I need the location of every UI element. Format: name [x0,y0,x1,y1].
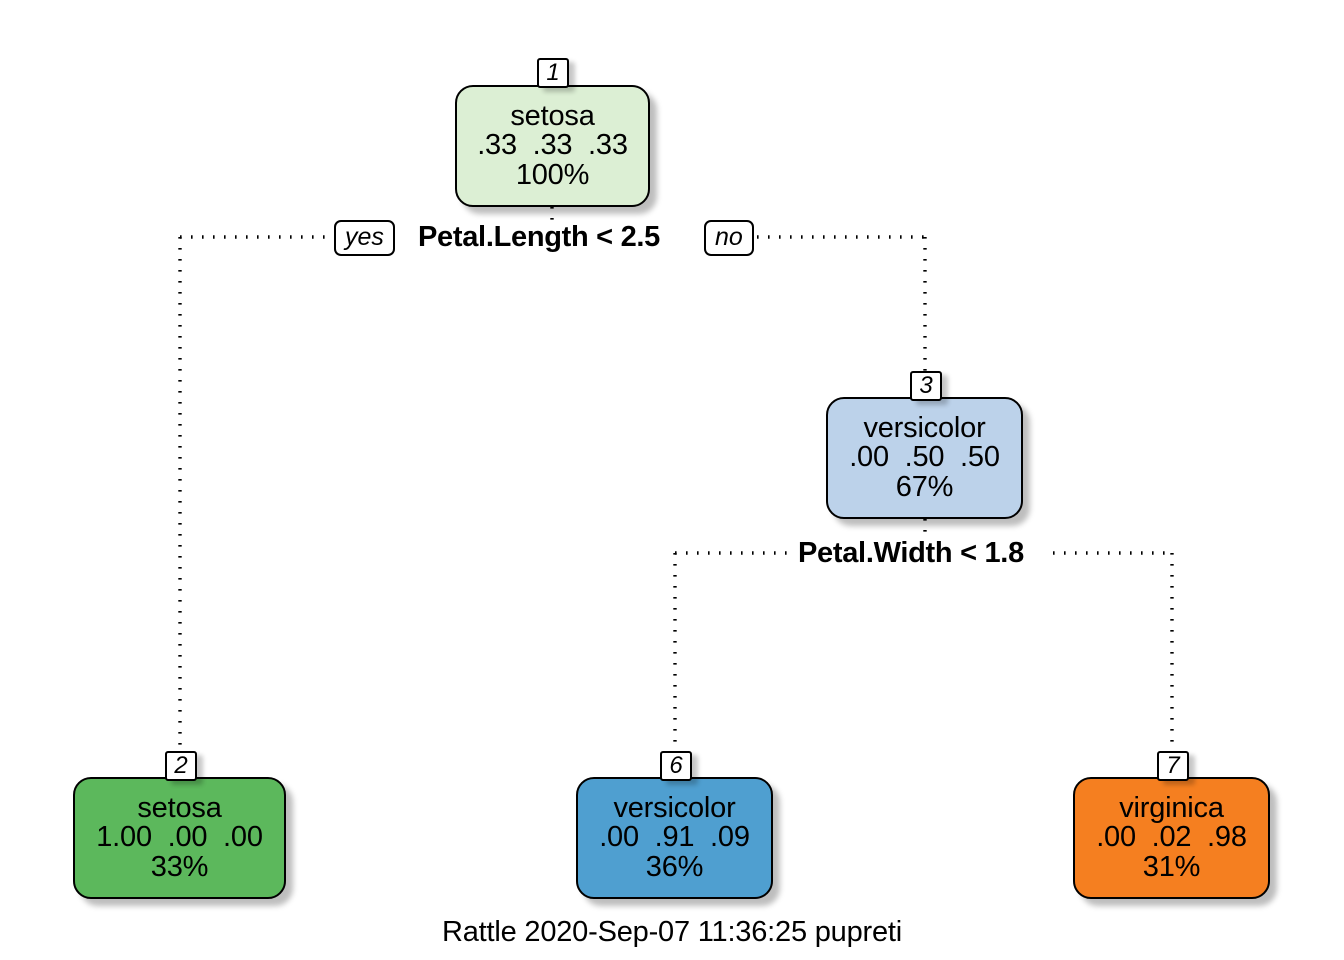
split-label-1-text: Petal.Length < 2.5 [418,221,660,253]
node-1-percent: 100% [515,158,590,191]
node-tab-3-label: 3 [919,372,933,399]
node-6-class: versicolor [613,791,736,824]
tree-node-3[interactable]: versicolor .00 .50 .50 67% [826,397,1023,519]
node-tab-7-label: 7 [1166,752,1180,779]
node-tab-6: 6 [660,751,692,781]
node-tab-2-label: 2 [174,752,188,779]
node-tab-2: 2 [165,751,197,781]
split-label-1: Petal.Length < 2.5 [413,221,665,254]
node-tab-6-label: 6 [669,752,683,779]
tree-node-7[interactable]: virginica .00 .02 .98 31% [1073,777,1270,899]
node-tab-7: 7 [1157,751,1189,781]
node-tab-1-label: 1 [546,59,560,86]
tree-node-6[interactable]: versicolor .00 .91 .09 36% [576,777,773,899]
branch-pill-yes-label: yes [345,223,384,251]
node-3-class: versicolor [863,411,986,444]
node-6-percent: 36% [645,850,704,883]
node-2-probs: 1.00 .00 .00 [96,821,263,854]
plot-caption: Rattle 2020-Sep-07 11:36:25 pupreti [441,916,903,948]
branch-pill-no-label: no [715,223,743,251]
node-7-probs: .00 .02 .98 [1096,821,1247,854]
node-3-percent: 67% [895,470,954,503]
node-1-probs: .33 .33 .33 [477,129,628,162]
node-tab-3: 3 [910,371,942,401]
node-tab-1: 1 [537,58,569,88]
tree-node-2[interactable]: setosa 1.00 .00 .00 33% [73,777,286,899]
node-7-class: virginica [1119,791,1224,824]
split-label-2-text: Petal.Width < 1.8 [798,537,1024,569]
branch-pill-no: no [704,220,754,256]
node-6-probs: .00 .91 .09 [599,821,750,854]
node-7-percent: 31% [1142,850,1201,883]
node-3-probs: .00 .50 .50 [849,441,1000,474]
split-label-2: Petal.Width < 1.8 [793,537,1029,570]
node-2-class: setosa [137,791,222,824]
node-1-class: setosa [510,99,595,132]
branch-pill-yes: yes [334,220,395,256]
node-2-percent: 33% [150,850,209,883]
tree-node-1[interactable]: setosa .33 .33 .33 100% [455,85,650,207]
